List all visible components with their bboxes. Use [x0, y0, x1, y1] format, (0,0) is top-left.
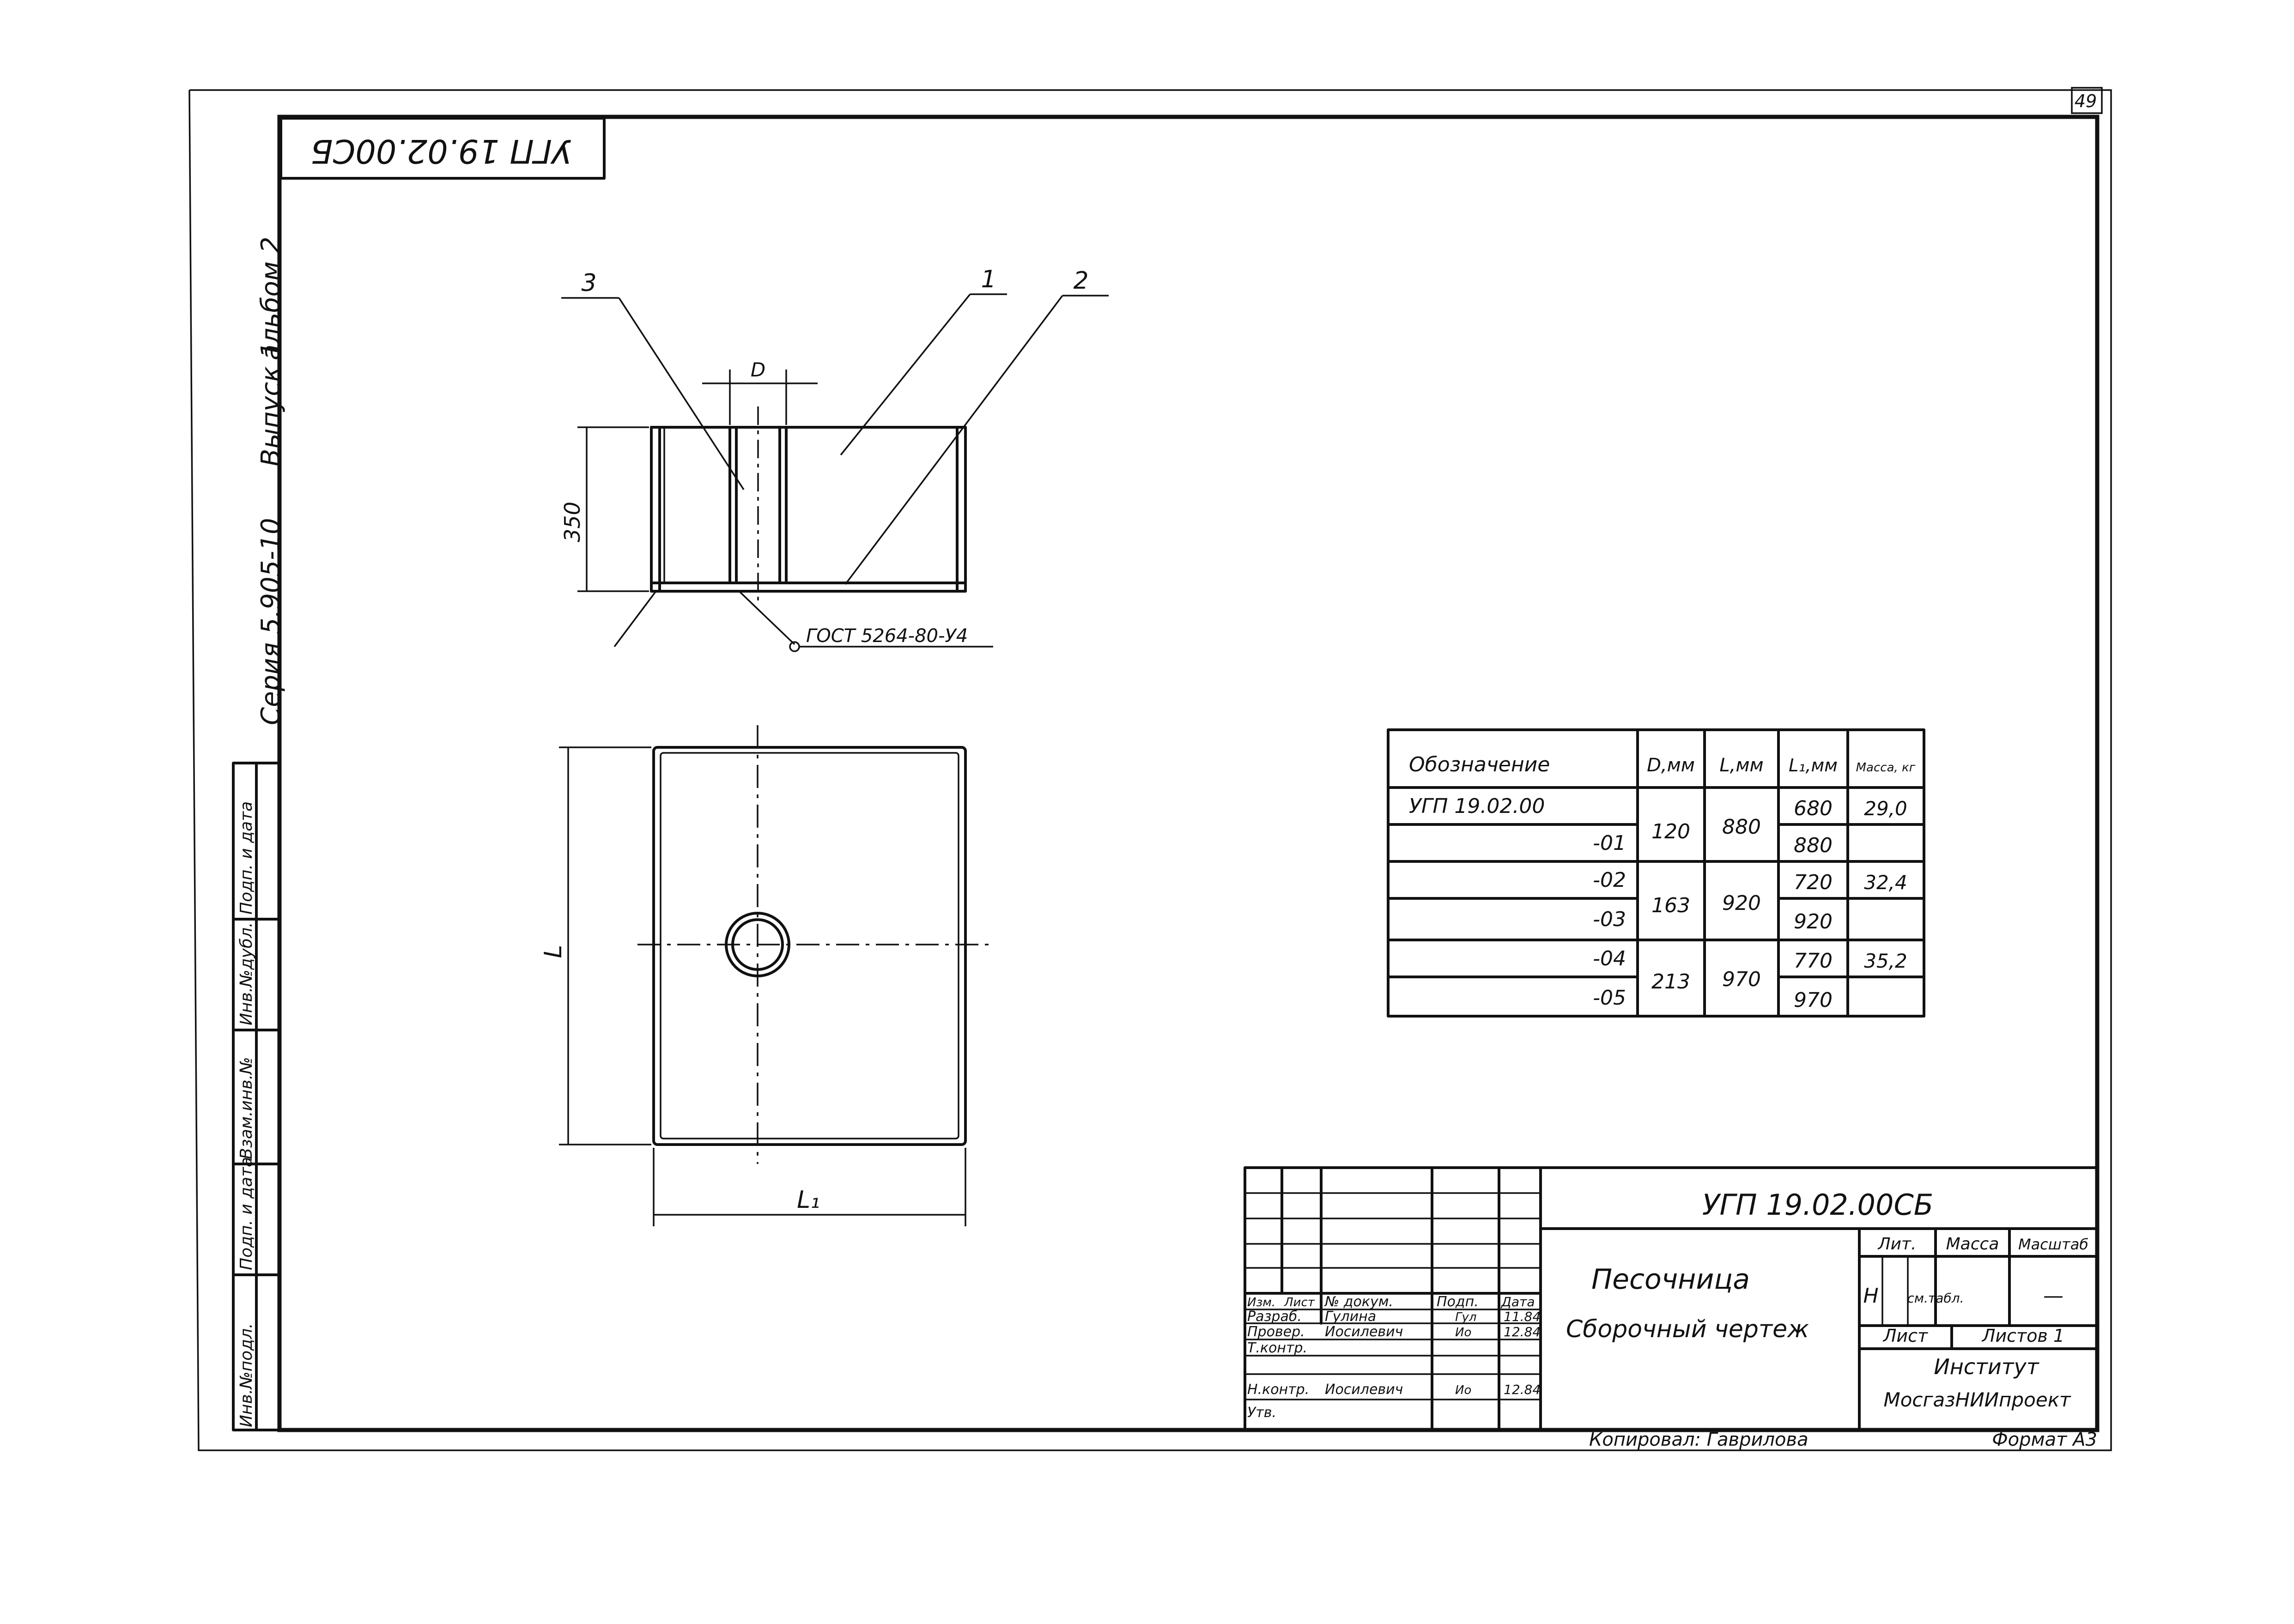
- spec-row-4-mass: 35,2: [1864, 950, 1907, 972]
- title-block: [1244, 1166, 2099, 1431]
- margin-stamp-column: [232, 762, 281, 1431]
- spec-row-3-designation: -03: [1593, 908, 1626, 931]
- tb-date-razrab: 11.84: [1504, 1309, 1541, 1324]
- tb-role-nkontr: Н.контр.: [1247, 1382, 1309, 1398]
- spec-row-2-designation: -02: [1593, 868, 1626, 892]
- spec-header-l: L,мм: [1719, 755, 1763, 776]
- spec-row-0-l: 880: [1722, 815, 1761, 839]
- spec-row-4-l: 970: [1722, 968, 1761, 991]
- plan-view: [559, 725, 989, 1226]
- spec-header-designation: Обозначение: [1409, 753, 1550, 776]
- tb-date-nkontr: 12.84: [1504, 1382, 1541, 1397]
- tb-sheets-label: Листов 1: [1981, 1326, 2064, 1346]
- tb-lit-label: Лит.: [1877, 1235, 1917, 1254]
- tb-role-utv: Утв.: [1247, 1405, 1276, 1421]
- spec-header-mass: Масса, кг: [1856, 761, 1916, 775]
- margin-label-vzam: Взам.инв.№: [237, 1057, 256, 1159]
- tb-name-prover: Иосилевич: [1325, 1324, 1403, 1340]
- spec-row-4-designation: -04: [1593, 947, 1626, 970]
- tb-mass-value: см.табл.: [1907, 1291, 1964, 1306]
- leader-label-3: 3: [581, 269, 596, 297]
- spec-row-5-l1: 970: [1794, 988, 1833, 1012]
- tb-mass-label: Масса: [1946, 1235, 1999, 1254]
- tb-role-prover: Провер.: [1247, 1324, 1305, 1340]
- tb-sign-razrab: Гул: [1455, 1310, 1477, 1324]
- spec-table: [1387, 728, 1925, 1018]
- dim-height-label: 350: [560, 502, 585, 542]
- tb-role-razrab: Разраб.: [1247, 1309, 1302, 1325]
- margin-label-podp-1: Подп. и дата: [237, 1157, 256, 1270]
- tb-sheet-label: Лист: [1882, 1326, 1929, 1346]
- weld-note: ГОСТ 5264-80-У4: [806, 625, 968, 647]
- spec-header-l1: L₁,мм: [1789, 755, 1838, 776]
- tb-header-doc: № докум.: [1324, 1294, 1393, 1310]
- tb-scale-value: —: [2043, 1284, 2063, 1308]
- tb-sign-nkontr: Ио: [1455, 1383, 1471, 1397]
- margin-label-podp-2: Подп. и дата: [237, 801, 256, 915]
- tb-institute-1: Институт: [1934, 1354, 2039, 1379]
- dim-l-label: L: [540, 945, 567, 958]
- spec-row-1-designation: -01: [1593, 831, 1626, 855]
- spec-row-0-mass: 29,0: [1864, 797, 1907, 820]
- footer-format: Формат А3: [1992, 1429, 2097, 1450]
- tb-role-tkontr: Т.контр.: [1247, 1340, 1307, 1356]
- margin-label-inv-podl: Инв.№подл.: [237, 1323, 256, 1427]
- tb-header-list: Лист: [1284, 1296, 1315, 1309]
- dim-l1-label: L₁: [797, 1186, 820, 1214]
- spec-row-2-l: 920: [1722, 891, 1761, 915]
- tb-header-sign: Подп.: [1437, 1294, 1479, 1310]
- leader-label-1: 1: [981, 266, 996, 293]
- tb-date-prover: 12.84: [1504, 1324, 1541, 1339]
- dim-d: [702, 370, 818, 425]
- page-number: 49: [2075, 91, 2097, 111]
- spec-row-0-designation: УГП 19.02.00: [1409, 794, 1545, 818]
- tb-name-nkontr: Иосилевич: [1325, 1382, 1403, 1398]
- spec-row-4-d: 213: [1651, 970, 1690, 994]
- front-view: [650, 406, 967, 600]
- title-block-code: УГП 19.02.00СБ: [1702, 1188, 1934, 1222]
- spec-row-5-designation: -05: [1593, 986, 1626, 1010]
- spec-row-2-l1: 720: [1794, 871, 1833, 894]
- tb-scale-label: Масштаб: [2018, 1236, 2088, 1253]
- dim-d-label: D: [751, 358, 765, 381]
- spec-row-2-mass: 32,4: [1864, 871, 1907, 894]
- tb-name-razrab: Гулина: [1325, 1309, 1376, 1325]
- spec-row-0-d: 120: [1651, 820, 1690, 843]
- series-text: Серия 5.905-10: [256, 518, 286, 725]
- tb-doc-type: Сборочный чертеж: [1566, 1315, 1809, 1343]
- spec-header-d: D,мм: [1647, 755, 1695, 776]
- spec-row-2-d: 163: [1651, 894, 1690, 917]
- spec-row-4-l1: 770: [1794, 949, 1833, 973]
- album-text: альбом 2: [256, 236, 286, 360]
- side-series-label: Серия 5.905-10 Выпуск 1 альбом 2: [256, 236, 286, 725]
- margin-label-dubl: Инв.№дубл.: [237, 922, 256, 1025]
- spec-row-0-l1: 680: [1794, 797, 1833, 820]
- issue-text: Выпуск 1: [256, 342, 286, 467]
- footer-copied: Копировал: Гаврилова: [1589, 1429, 1808, 1450]
- spec-row-3-l1: 920: [1794, 910, 1833, 933]
- tb-sign-prover: Ио: [1455, 1326, 1471, 1339]
- tb-header-izm: Изм.: [1247, 1296, 1275, 1309]
- tb-header-date: Дата: [1500, 1294, 1535, 1309]
- tb-lit-value: Н: [1863, 1284, 1878, 1308]
- dim-height: [577, 426, 649, 592]
- tb-institute-2: МосгазНИИпроект: [1883, 1388, 2071, 1411]
- leader-lines: [561, 293, 1109, 652]
- leader-label-2: 2: [1073, 267, 1088, 295]
- top-code-text: УГП 19.02.00СБ: [310, 132, 571, 170]
- spec-row-1-l1: 880: [1794, 834, 1833, 857]
- top-code-stamp: УГП 19.02.00СБ: [279, 117, 606, 180]
- tb-product-name: Песочница: [1591, 1263, 1750, 1296]
